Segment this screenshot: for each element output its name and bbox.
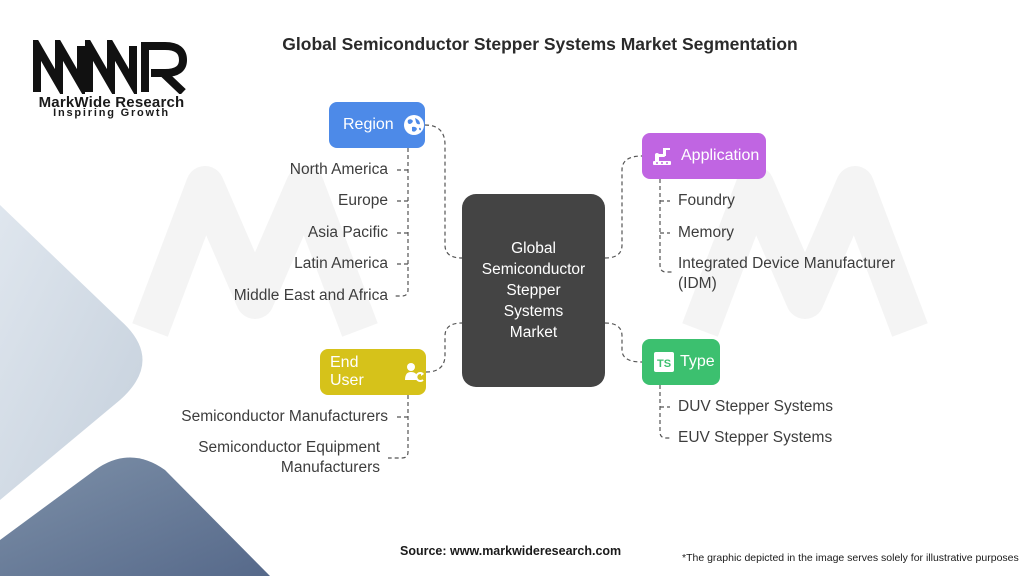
end-user-item: Semiconductor Manufacturers (181, 408, 388, 425)
segment-end-user-node: End User (320, 349, 426, 395)
brand-logo-mark (33, 40, 188, 94)
application-item: Foundry (678, 192, 735, 209)
application-item: Integrated Device Manufacturer (IDM) (678, 255, 896, 292)
center-title-line: Semiconductor (481, 261, 586, 278)
type-item: EUV Stepper Systems (678, 429, 833, 446)
region-item: North America (289, 161, 388, 178)
segment-type-node: TS Type (642, 339, 720, 385)
user-refresh-icon (404, 361, 426, 383)
brand-name: MarkWide Research (38, 94, 185, 111)
region-item: Latin America (294, 255, 388, 272)
region-item: Europe (338, 192, 388, 209)
center-title-line: Stepper (506, 282, 561, 299)
ts-badge-icon: TS (654, 352, 674, 372)
segment-region-node: Region (329, 102, 425, 148)
page-title: Global Semiconductor Stepper Systems Mar… (282, 34, 798, 54)
brand-tagline: Inspiring Growth (53, 107, 170, 119)
center-title-line: Systems (503, 303, 564, 320)
robot-arm-icon (651, 145, 673, 167)
segment-application-node: Application (642, 133, 766, 179)
region-item: Asia Pacific (307, 224, 388, 241)
application-item: Memory (678, 224, 734, 241)
region-item: Middle East and Africa (233, 287, 388, 304)
center-title-line: Global (511, 240, 556, 257)
disclaimer-note: *The graphic depicted in the image serve… (682, 552, 1019, 564)
market-center-node: Global Semiconductor Stepper Systems Mar… (462, 194, 605, 387)
segment-application-label: Application (681, 147, 760, 164)
globe-icon (403, 114, 425, 136)
svg-text:TS: TS (657, 358, 671, 370)
segment-region-label: Region (343, 116, 394, 133)
center-title-line: Market (509, 324, 558, 341)
segment-end-user-label: End User (330, 354, 364, 389)
type-item: DUV Stepper Systems (678, 398, 834, 415)
segment-type-label: Type (680, 353, 715, 370)
source-citation: Source: www.markwideresearch.com (400, 544, 622, 558)
end-user-item: Semiconductor Equipment Manufacturers (198, 439, 380, 476)
